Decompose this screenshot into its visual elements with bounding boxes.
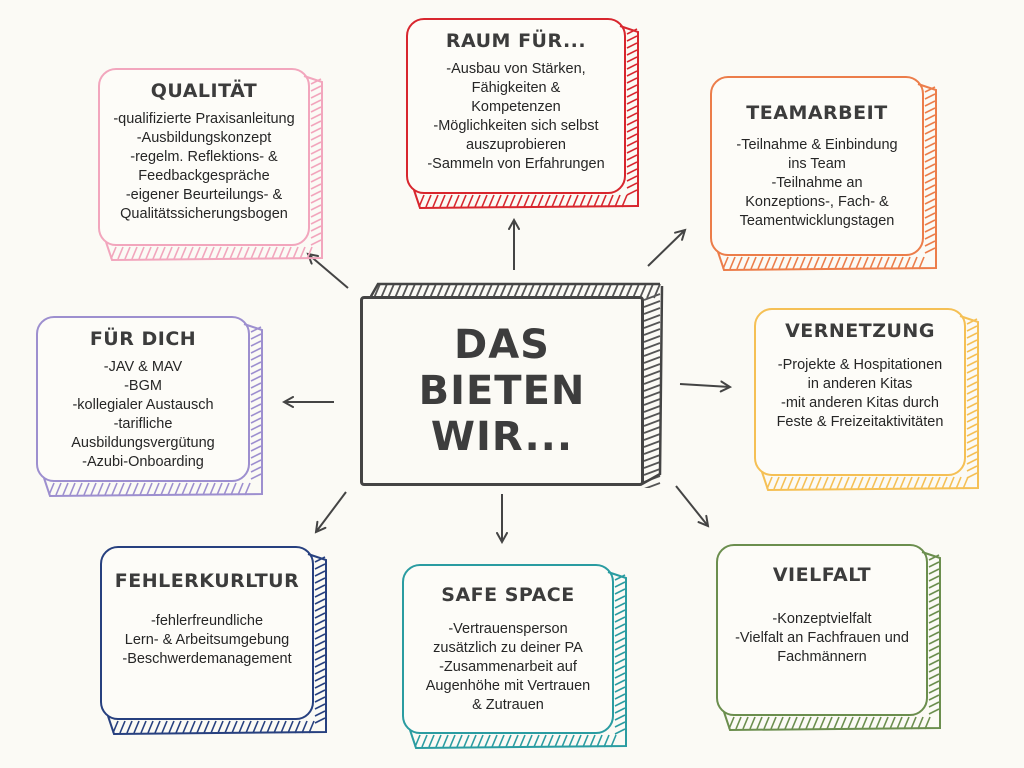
card-item: -Ausbau von Stärken, <box>446 61 586 77</box>
arrow-to-teamarbeit <box>647 230 685 267</box>
card-item: Qualitätssicherungsbogen <box>120 206 288 222</box>
card-title: FÜR DICH <box>89 328 197 350</box>
card-item: in anderen Kitas <box>807 376 913 392</box>
card-item: & Zutrauen <box>472 697 544 713</box>
center-title-line-3: WIR... <box>430 414 574 460</box>
card-item: -Projekte & Hospitationen <box>777 357 943 373</box>
card-title: VERNETZUNG <box>785 320 935 342</box>
card-item: -Konzeptvielfalt <box>772 611 872 627</box>
card-items: -qualifizierte Praxisanleitung -Ausbildu… <box>113 110 294 224</box>
card-title: QUALITÄT <box>150 80 258 102</box>
card-item: -qualifizierte Praxisanleitung <box>113 111 295 127</box>
center-title-box: DAS BIETEN WIR... <box>360 296 644 486</box>
card-items: -fehlerfreundliche Lern- & Arbeitsumgebu… <box>122 612 291 669</box>
card-item: -Möglichkeiten sich selbst <box>433 118 599 134</box>
card-item: Fachmännern <box>777 649 867 665</box>
card-item: -Beschwerdemanagement <box>122 651 292 667</box>
arrow-to-fehlerkultur <box>316 491 347 532</box>
card-item: -tarifliche <box>113 416 173 432</box>
card-vielfalt: VIELFALT -Konzeptvielfalt -Vielfalt an F… <box>716 544 941 732</box>
card-item: ins Team <box>788 156 846 172</box>
card-item: -BGM <box>124 378 162 394</box>
card-item: -Vertrauensperson <box>448 621 568 637</box>
card-safe-space: SAFE SPACE -Vertrauensperson zusätzlich … <box>402 564 627 750</box>
card-item: -JAV & MAV <box>103 359 183 375</box>
card-item: -Sammeln von Erfahrungen <box>427 156 605 172</box>
card-item: Kompetenzen <box>471 99 561 115</box>
card-items: -Ausbau von Stärken, Fähigkeiten & Kompe… <box>427 60 604 174</box>
card-qualitaet: QUALITÄT -qualifizierte Praxisanleitung … <box>98 68 323 262</box>
card-item: Fähigkeiten & <box>471 80 561 96</box>
center-title-line-1: DAS <box>454 322 550 368</box>
card-item: -regelm. Reflektions- & <box>130 149 278 165</box>
card-vernetzung: VERNETZUNG -Projekte & Hospitationen in … <box>754 308 979 492</box>
card-item: -mit anderen Kitas durch <box>781 395 939 411</box>
card-item: Feedbackgespräche <box>138 168 270 184</box>
card-item: Lern- & Arbeitsumgebung <box>124 632 290 648</box>
card-item: Ausbildungsvergütung <box>71 435 215 451</box>
card-item: -Ausbildungskonzept <box>136 130 272 146</box>
card-item: Feste & Freizeitaktivitäten <box>776 414 944 430</box>
card-item: -Azubi-Onboarding <box>82 454 204 470</box>
card-title: TEAMARBEIT <box>746 102 888 124</box>
card-fehlerkultur: FEHLERKURLTUR -fehlerfreundliche Lern- &… <box>100 546 327 736</box>
card-item: -Teilnahme & Einbindung <box>736 137 898 153</box>
center-title-line-2: BIETEN <box>418 368 586 414</box>
arrow-to-qualitaet <box>308 254 349 289</box>
card-items: -JAV & MAV -BGM -kollegialer Austausch -… <box>71 358 215 472</box>
card-item: Teamentwicklungstagen <box>739 213 895 229</box>
card-item: auszuprobieren <box>466 137 566 153</box>
card-item: Augenhöhe mit Vertrauen <box>425 678 591 694</box>
card-items: -Teilnahme & Einbindung ins Team -Teilna… <box>736 136 897 231</box>
arrow-to-vielfalt <box>675 485 708 526</box>
card-item: -kollegialer Austausch <box>72 397 214 413</box>
card-item: -Zusammenarbeit auf <box>439 659 577 675</box>
card-title: VIELFALT <box>772 564 872 586</box>
card-item: -Vielfalt an Fachfrauen und <box>735 630 909 646</box>
card-title: FEHLERKURLTUR <box>114 570 300 592</box>
card-title: RAUM FÜR... <box>445 30 587 52</box>
card-item: zusätzlich zu deiner PA <box>433 640 583 656</box>
card-item: -fehlerfreundliche <box>150 613 264 629</box>
card-items: -Vertrauensperson zusätzlich zu deiner P… <box>426 620 590 715</box>
card-item: -eigener Beurteilungs- & <box>125 187 283 203</box>
card-items: -Konzeptvielfalt -Vielfalt an Fachfrauen… <box>735 610 909 667</box>
card-teamarbeit: TEAMARBEIT -Teilnahme & Einbindung ins T… <box>710 76 937 272</box>
card-item: Konzeptions-, Fach- & <box>745 194 889 210</box>
card-item: -Teilnahme an <box>771 175 863 191</box>
card-raum-fuer: RAUM FÜR... -Ausbau von Stärken, Fähigke… <box>406 18 639 210</box>
card-items: -Projekte & Hospitationen in anderen Kit… <box>777 356 944 432</box>
card-fuer-dich: FÜR DICH -JAV & MAV -BGM -kollegialer Au… <box>36 316 263 498</box>
card-title: SAFE SPACE <box>441 584 575 606</box>
arrow-to-vernetzung <box>679 384 730 387</box>
